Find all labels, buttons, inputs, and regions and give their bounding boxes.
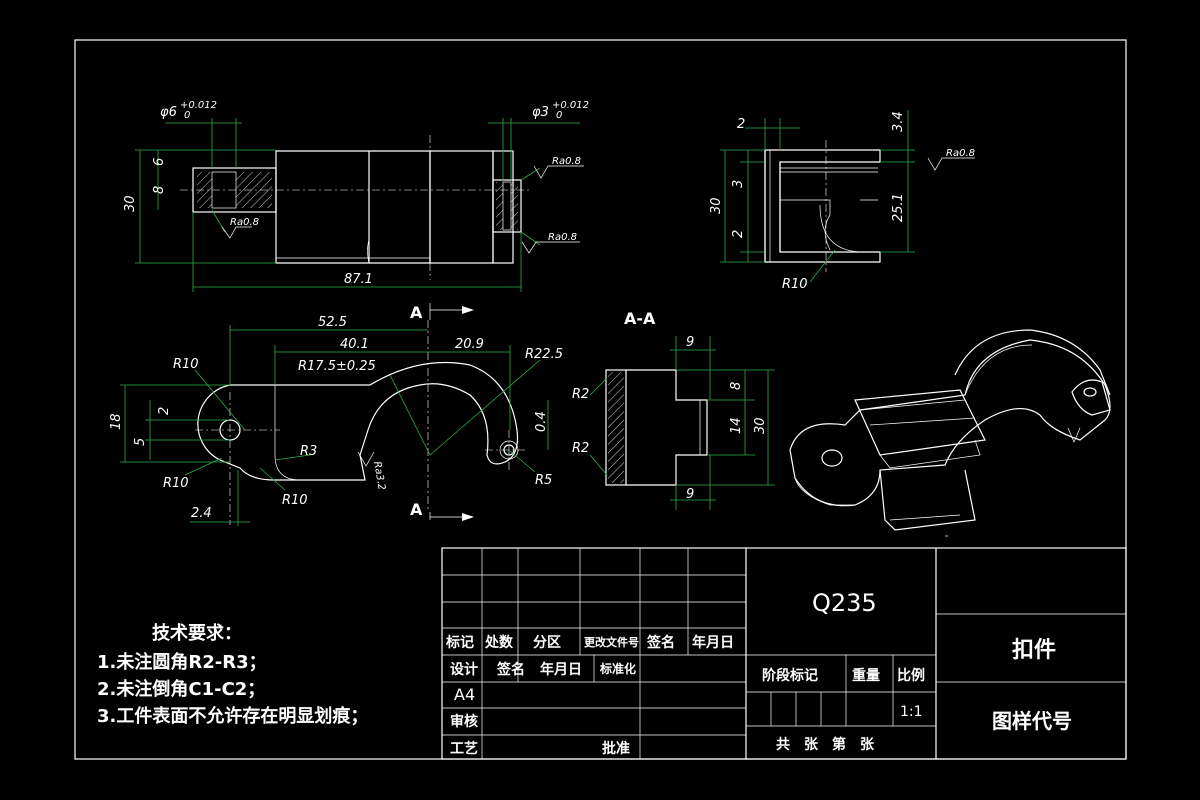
- ra-front-top: Ra0.8: [552, 156, 581, 167]
- dim-phi6-tol-upper: +0.012: [180, 100, 217, 111]
- dim-r2-top: R2: [572, 387, 589, 402]
- row-design: 设计: [450, 661, 478, 678]
- row-design-sign: 签名: [496, 661, 525, 678]
- dim-9-bottom: 9: [686, 487, 694, 502]
- note-1: 1.未注圆角R2-R3；: [97, 651, 267, 673]
- dim-phi3: φ3: [532, 105, 549, 120]
- note-2: 2.未注倒角C1-C2；: [97, 678, 265, 700]
- dim-30-section: 30: [753, 417, 768, 434]
- sheet-size: A4: [454, 685, 475, 704]
- dim-30-front: 30: [123, 195, 138, 212]
- ra-top-view: Ra3.2: [371, 461, 387, 491]
- front-view: φ6 +0.012 0 φ3 +0.012 0 Ra0.8 Ra0.8 Ra0.…: [123, 100, 589, 292]
- dim-phi6-tol-lower: 0: [184, 110, 190, 121]
- dim-52-5: 52.5: [318, 315, 347, 330]
- side-view: 2 3.4 Ra0.8 30 3 2 25.1 R10: [709, 110, 975, 292]
- notes-title: 技术要求：: [152, 622, 242, 644]
- dim-r3: R3: [300, 444, 317, 459]
- dim-r10-b: R10: [163, 476, 189, 491]
- dim-18: 18: [109, 413, 124, 430]
- ra-front-left: Ra0.8: [230, 217, 259, 228]
- dim-3: 3: [731, 180, 746, 188]
- section-marker-bottom: A: [410, 500, 423, 519]
- sheets: 共 张 第 张: [776, 736, 875, 753]
- section-title: A-A: [624, 309, 656, 328]
- weight: 重量: [852, 667, 880, 684]
- hdr-zone: 分区: [533, 635, 561, 651]
- hdr-sign: 签名: [646, 634, 675, 651]
- dim-r17-5: R17.5±0.25: [298, 359, 376, 374]
- ra-side: Ra0.8: [946, 148, 975, 159]
- dim-3-4: 3.4: [891, 111, 906, 132]
- dim-r10-c: R10: [282, 493, 308, 508]
- dim-6: 6: [152, 158, 167, 166]
- hdr-date: 年月日: [692, 634, 734, 651]
- dim-5: 5: [133, 438, 148, 446]
- row-standard: 标准化: [599, 661, 636, 676]
- section-marker-top: A: [410, 303, 423, 322]
- dim-8-section: 8: [729, 382, 744, 390]
- stage-mark: 阶段标记: [762, 667, 818, 684]
- section-view: A-A 9 9 R2 R2 8 14 30: [572, 309, 775, 510]
- dim-20-9: 20.9: [455, 337, 484, 352]
- dim-r2-bottom: R2: [572, 441, 589, 456]
- dim-0-4: 0.4: [534, 411, 549, 432]
- note-3: 3.工件表面不允许存在明显划痕；: [97, 705, 368, 727]
- row-approve: 批准: [602, 740, 630, 757]
- dim-r5: R5: [535, 473, 552, 488]
- dim-2-bottom: 2: [731, 230, 746, 238]
- row-review: 审核: [450, 713, 478, 730]
- hdr-change-doc: 更改文件号: [584, 635, 639, 649]
- dim-r22-5: R22.5: [525, 347, 563, 362]
- dim-phi3-tol-lower: 0: [556, 110, 562, 121]
- dim-2-left: 2: [157, 407, 172, 415]
- dim-87-1: 87.1: [344, 272, 373, 287]
- dim-phi6: φ6: [160, 105, 177, 120]
- drawing-no-label: 图样代号: [992, 709, 1072, 733]
- scale-label: 比例: [897, 667, 925, 684]
- top-view: A A 52.5 40.1 20.9 R10 R17.5±0.25 R22.5 …: [109, 303, 563, 526]
- dim-r10-side: R10: [782, 277, 808, 292]
- dim-r10-a: R10: [173, 357, 199, 372]
- hdr-count: 处数: [484, 634, 514, 651]
- dim-8: 8: [152, 186, 167, 194]
- dim-30-side: 30: [709, 197, 724, 214]
- title-block: 标记 处数 分区 更改文件号 签名 年月日 设计 签名 年月日 标准化 A4 审…: [441, 547, 1127, 760]
- dim-40-1: 40.1: [340, 337, 369, 352]
- material: Q235: [812, 589, 877, 617]
- part-name: 扣件: [1012, 638, 1056, 663]
- dim-25-1: 25.1: [891, 193, 906, 222]
- dim-phi3-tol-upper: +0.012: [552, 100, 589, 111]
- dim-2-4: 2.4: [191, 506, 212, 521]
- ra-front-bottom: Ra0.8: [548, 232, 577, 243]
- hdr-mark: 标记: [445, 634, 474, 651]
- dim-9-top: 9: [686, 335, 694, 350]
- dim-2-top: 2: [737, 117, 745, 132]
- row-design-date: 年月日: [540, 661, 582, 678]
- row-process: 工艺: [450, 740, 478, 757]
- scale: 1:1: [900, 704, 923, 720]
- isometric-view: [789, 329, 1111, 537]
- technical-notes: 技术要求： 1.未注圆角R2-R3； 2.未注倒角C1-C2； 3.工件表面不允…: [97, 622, 368, 727]
- dim-14: 14: [729, 417, 744, 434]
